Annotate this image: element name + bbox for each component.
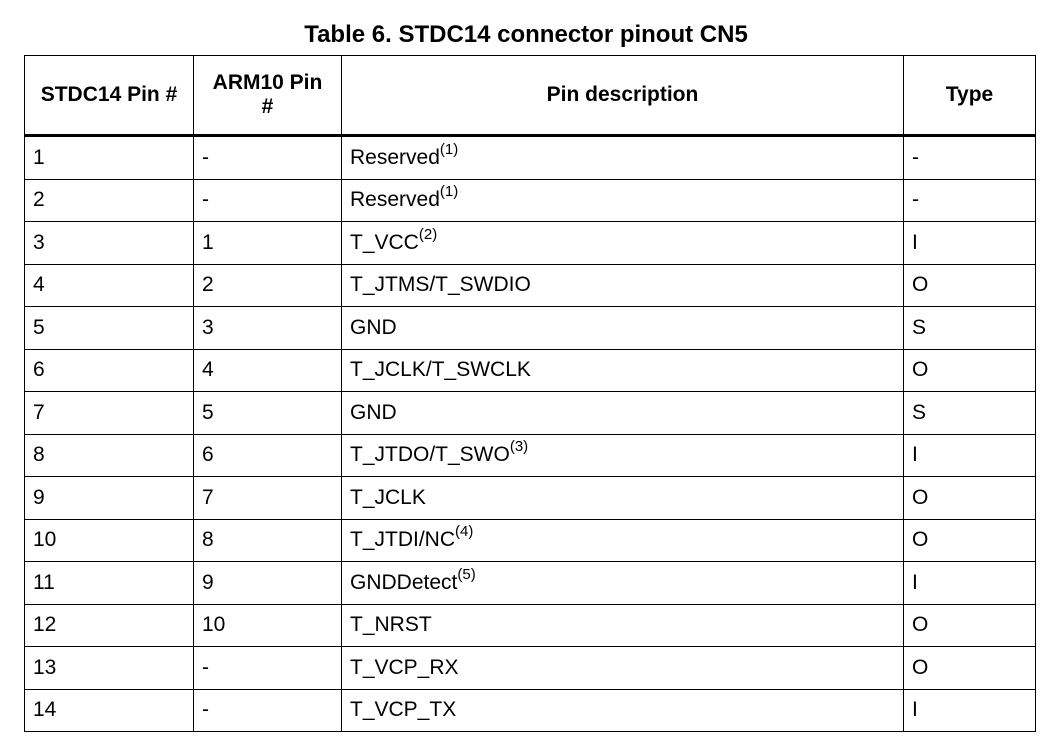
cell-arm10-pin: -: [193, 178, 342, 222]
cell-type: O: [903, 646, 1036, 690]
cell-pin-description: T_VCC(2): [341, 221, 904, 265]
table-row: 7 5 GND S: [24, 391, 1036, 435]
cell-pin-description: T_JCLK: [341, 476, 904, 520]
table-row: 4 2 T_JTMS/T_SWDIO O: [24, 263, 1036, 307]
cell-stdc14-pin: 6: [24, 348, 194, 392]
cell-pin-description: T_JTDI/NC(4): [341, 518, 904, 562]
footnote-ref: (3): [509, 438, 529, 456]
cell-pin-description: T_VCP_TX: [341, 688, 904, 732]
table-row: 14 - T_VCP_TX I: [24, 688, 1036, 732]
cell-stdc14-pin: 11: [24, 561, 194, 605]
cell-pin-description: T_JCLK/T_SWCLK: [341, 348, 904, 392]
footnote-ref: (5): [457, 565, 476, 583]
cell-stdc14-pin: 8: [24, 433, 194, 477]
cell-arm10-pin: 8: [193, 518, 342, 562]
table-row: 6 4 T_JCLK/T_SWCLK O: [24, 348, 1036, 392]
cell-type: I: [903, 561, 1036, 605]
table-row: 10 8 T_JTDI/NC(4) O: [24, 518, 1036, 562]
cell-stdc14-pin: 14: [24, 688, 194, 732]
cell-arm10-pin: 1: [193, 221, 342, 265]
table-row: 8 6 T_JTDO/T_SWO(3) I: [24, 433, 1036, 477]
cell-type: S: [903, 306, 1036, 350]
cell-type: O: [903, 476, 1036, 520]
cell-arm10-pin: 10: [193, 603, 342, 647]
cell-stdc14-pin: 1: [24, 135, 194, 180]
cell-stdc14-pin: 5: [24, 306, 194, 350]
cell-type: S: [903, 391, 1036, 435]
cell-type: -: [903, 135, 1036, 180]
cell-arm10-pin: 4: [193, 348, 342, 392]
cell-stdc14-pin: 10: [24, 518, 194, 562]
header-stdc14-pin: STDC14 Pin #: [24, 55, 194, 137]
cell-arm10-pin: -: [193, 688, 342, 732]
cell-type: -: [903, 178, 1036, 222]
cell-stdc14-pin: 13: [24, 646, 194, 690]
cell-type: O: [903, 603, 1036, 647]
cell-type: I: [903, 688, 1036, 732]
table-row: 1 - Reserved(1) -: [24, 135, 1036, 180]
footnote-ref: (4): [455, 523, 474, 541]
cell-pin-description: T_JTMS/T_SWDIO: [341, 263, 904, 307]
footnote-ref: (1): [439, 183, 459, 201]
cell-arm10-pin: 9: [193, 561, 342, 605]
cell-arm10-pin: -: [193, 646, 342, 690]
cell-arm10-pin: 6: [193, 433, 342, 477]
table-row: 2 - Reserved(1) -: [24, 178, 1036, 222]
table-title: Table 6. STDC14 connector pinout CN5: [304, 21, 748, 48]
table-row: 11 9 GNDDetect(5) I: [24, 561, 1036, 605]
cell-type: I: [903, 221, 1036, 265]
cell-arm10-pin: 3: [193, 306, 342, 350]
table-body: 1 - Reserved(1) - 2 - Reserved(1) - 3 1 …: [24, 135, 1036, 732]
table-row: 3 1 T_VCC(2) I: [24, 221, 1036, 265]
cell-arm10-pin: 5: [193, 391, 342, 435]
cell-stdc14-pin: 3: [24, 221, 194, 265]
header-type: Type: [903, 55, 1036, 137]
cell-arm10-pin: -: [193, 135, 342, 180]
cell-arm10-pin: 7: [193, 476, 342, 520]
cell-arm10-pin: 2: [193, 263, 342, 307]
footnote-ref: (1): [439, 140, 459, 158]
table-header-row: STDC14 Pin # ARM10 Pin # Pin description…: [24, 55, 1036, 137]
cell-stdc14-pin: 9: [24, 476, 194, 520]
cell-pin-description: T_VCP_RX: [341, 646, 904, 690]
cell-pin-description: Reserved(1): [341, 135, 904, 180]
cell-stdc14-pin: 12: [24, 603, 194, 647]
cell-pin-description: Reserved(1): [341, 178, 904, 222]
table-row: 5 3 GND S: [24, 306, 1036, 350]
cell-pin-description: GND: [341, 306, 904, 350]
cell-stdc14-pin: 4: [24, 263, 194, 307]
cell-stdc14-pin: 2: [24, 178, 194, 222]
header-pin-description: Pin description: [341, 55, 904, 137]
cell-type: I: [903, 433, 1036, 477]
cell-pin-description: GND: [341, 391, 904, 435]
table-row: 12 10 T_NRST O: [24, 603, 1036, 647]
pinout-table: STDC14 Pin # ARM10 Pin # Pin description…: [24, 55, 1036, 732]
cell-pin-description: GNDDetect(5): [341, 561, 904, 605]
cell-stdc14-pin: 7: [24, 391, 194, 435]
table-row: 13 - T_VCP_RX O: [24, 646, 1036, 690]
cell-pin-description: T_NRST: [341, 603, 904, 647]
cell-type: O: [903, 263, 1036, 307]
cell-type: O: [903, 518, 1036, 562]
table-row: 9 7 T_JCLK O: [24, 476, 1036, 520]
cell-type: O: [903, 348, 1036, 392]
cell-pin-description: T_JTDO/T_SWO(3): [341, 433, 904, 477]
footnote-ref: (2): [418, 225, 438, 243]
header-arm10-pin: ARM10 Pin #: [193, 55, 342, 137]
